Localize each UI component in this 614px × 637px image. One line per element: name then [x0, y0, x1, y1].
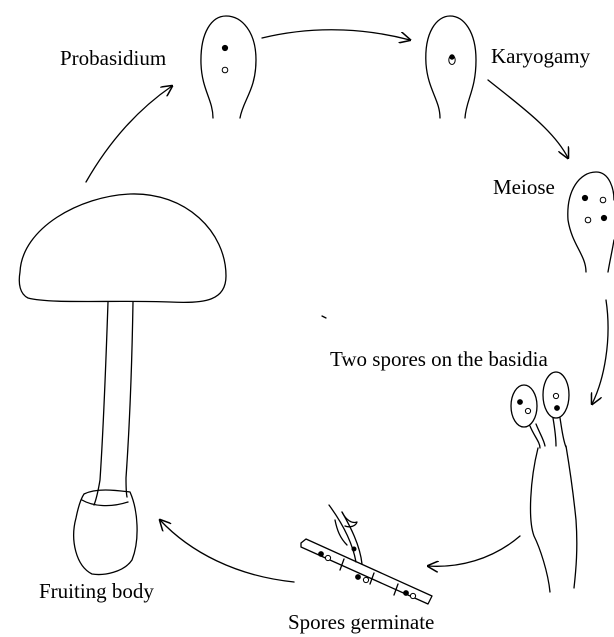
arrow-germinate-to-fruiting	[160, 520, 294, 582]
karyogamy-cell	[426, 16, 476, 118]
label-fruiting-body: Fruiting body	[39, 581, 154, 602]
meiose-cell	[568, 172, 614, 272]
dark-nucleus	[222, 45, 227, 50]
arrow-meiose-to-spores	[592, 300, 608, 404]
light-nucleus	[222, 67, 228, 73]
two-spores-basidium	[511, 372, 577, 592]
spore-left	[511, 385, 537, 427]
stray-mark	[322, 316, 326, 318]
label-meiose: Meiose	[493, 177, 555, 198]
arrow-karyogamy-to-meiose	[488, 80, 568, 158]
fruiting-body-mushroom	[19, 194, 226, 575]
label-karyogamy: Karyogamy	[491, 46, 590, 67]
germinating-hyphae	[301, 505, 432, 604]
label-probasidium: Probasidium	[60, 48, 166, 69]
label-spores-germinate: Spores germinate	[288, 612, 434, 633]
cycle-arrows	[86, 30, 608, 582]
arrow-spores-to-germinate	[428, 536, 520, 566]
mushroom-cap	[19, 194, 226, 303]
label-two-spores: Two spores on the basidia	[330, 349, 548, 370]
arrow-fruiting-to-probasidium	[86, 86, 172, 182]
mushroom-stem-left	[94, 302, 108, 505]
arrow-probasidium-to-karyogamy	[262, 30, 410, 40]
mushroom-stem-right	[126, 302, 133, 497]
probasidium-cell	[201, 16, 256, 118]
